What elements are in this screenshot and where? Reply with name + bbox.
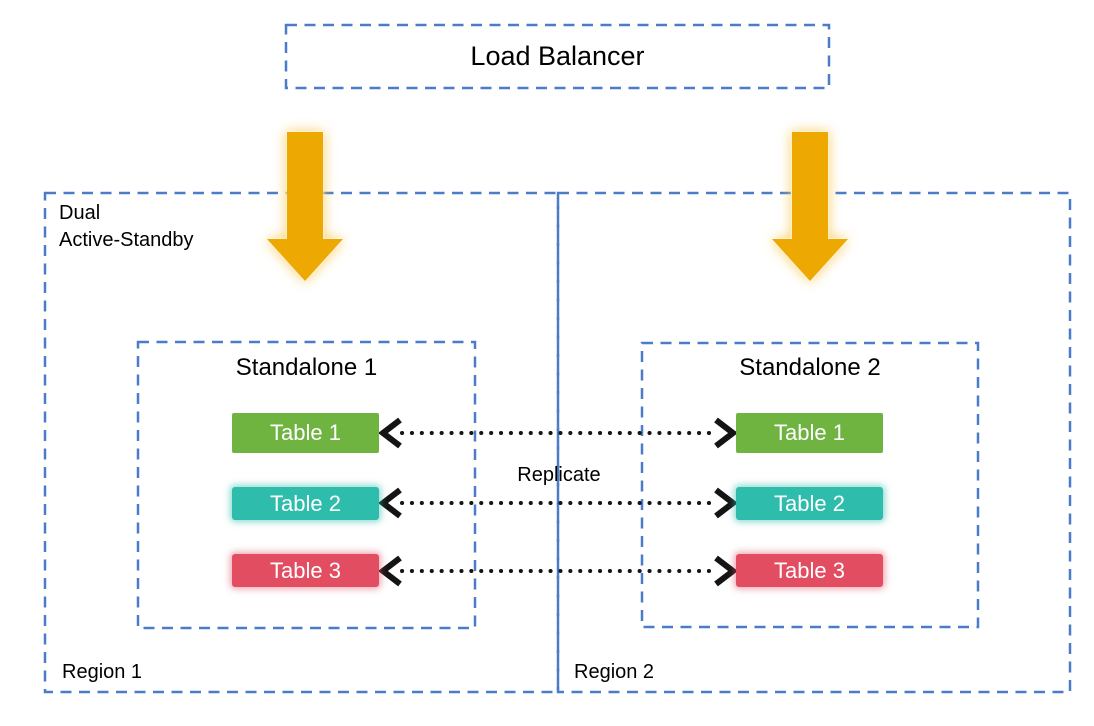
load-balancer-label: Load Balancer <box>470 41 645 71</box>
replicate-arrow-table-1 <box>378 417 738 449</box>
region-2-box <box>556 191 1072 694</box>
caption-line-1: Dual <box>59 202 101 224</box>
table-chip-region2-table2: Table 2 <box>736 487 883 520</box>
standalone-1-box <box>136 340 477 630</box>
table-chip-region1-table3: Table 3 <box>232 554 379 587</box>
table-chip-region1-table1: Table 1 <box>232 413 379 453</box>
standalone-2-box <box>640 341 980 629</box>
dual-active-standby-caption: Dual Active-Standby <box>59 200 194 254</box>
standalone-2-title: Standalone 2 <box>739 354 881 381</box>
region-1-box <box>43 191 560 694</box>
region-2-label: Region 2 <box>574 661 655 683</box>
standalone-1-title: Standalone 1 <box>235 354 378 381</box>
down-arrow-icon <box>772 132 848 281</box>
caption-line-2: Active-Standby <box>59 229 194 251</box>
down-arrow-icon <box>267 132 343 281</box>
load-balancer-box <box>284 23 831 90</box>
replicate-arrow-table-2 <box>378 487 738 519</box>
table-chip-region2-table3: Table 3 <box>736 554 883 587</box>
table-chip-region1-table2: Table 2 <box>232 487 379 520</box>
table-chip-region2-table1: Table 1 <box>736 413 883 453</box>
replicate-label: Replicate <box>517 464 601 486</box>
region-1-label: Region 1 <box>62 661 143 683</box>
replicate-arrow-table-3 <box>378 555 738 587</box>
